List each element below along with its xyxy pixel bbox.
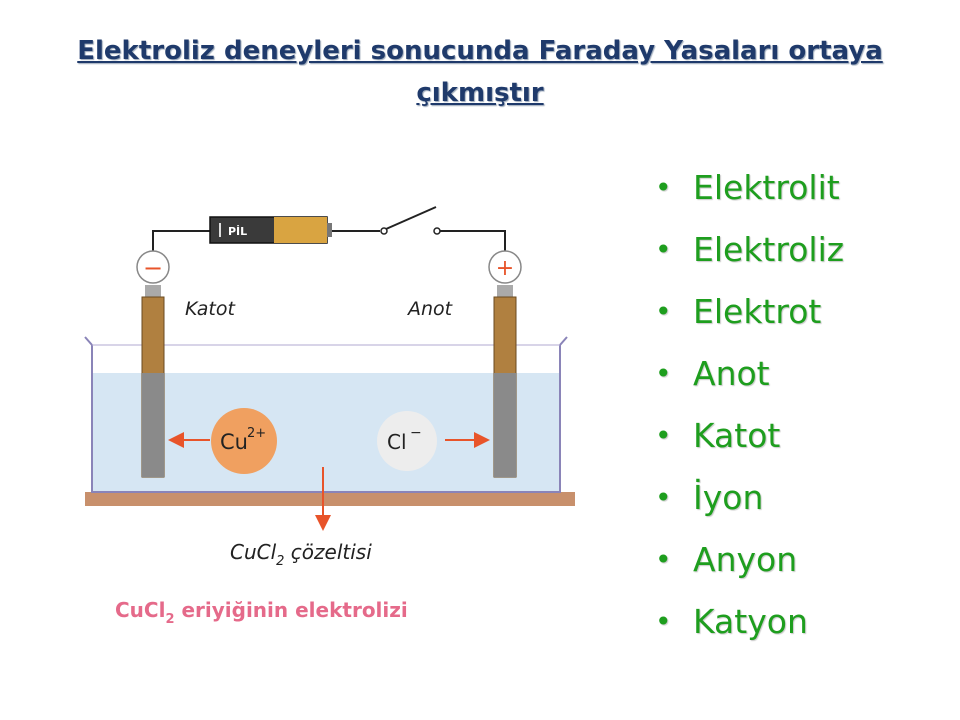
cation-ion: Cu 2+ [211, 408, 277, 474]
term-item: Elektrolit [655, 160, 844, 222]
cathode-electrode [141, 285, 165, 478]
term-item: Katyon [655, 594, 844, 656]
cathode-sign: − [143, 254, 163, 282]
slide-title: Elektroliz deneyleri sonucunda Faraday Y… [77, 36, 883, 108]
wire-right [440, 230, 506, 252]
anode-sign: + [496, 256, 514, 281]
cathode-terminal: − [136, 250, 170, 284]
cation-symbol: Cu [220, 430, 248, 454]
anode-electrode [493, 285, 517, 478]
term-item: Elektroliz [655, 222, 844, 284]
anion-ion: Cl − [377, 411, 437, 471]
anion-charge: − [410, 425, 422, 441]
term-item: Anyon [655, 532, 844, 594]
anion-symbol: Cl [387, 430, 407, 454]
term-item: Anot [655, 346, 844, 408]
cathode-label: Katot [185, 298, 236, 320]
beaker-base [85, 492, 575, 506]
term-item: Katot [655, 408, 844, 470]
term-item: İyon [655, 470, 844, 532]
battery: PİL [209, 216, 332, 244]
diagram-caption: CuCl2 eriyiğinin elektrolizi [115, 598, 408, 627]
battery-label: PİL [228, 224, 247, 238]
anode-label: Anot [406, 298, 454, 320]
cation-charge: 2+ [247, 426, 266, 441]
switch [380, 206, 441, 235]
electrolysis-diagram: PİL − + Katot Anot Cu 2+ [84, 206, 575, 627]
wire-left [152, 230, 210, 252]
beaker [84, 336, 568, 493]
solution-label: CuCl2 çözeltisi [230, 540, 372, 569]
anode-terminal: + [488, 250, 522, 284]
term-list: Elektrolit Elektroliz Elektrot Anot Kato… [655, 160, 844, 656]
term-item: Elektrot [655, 284, 844, 346]
